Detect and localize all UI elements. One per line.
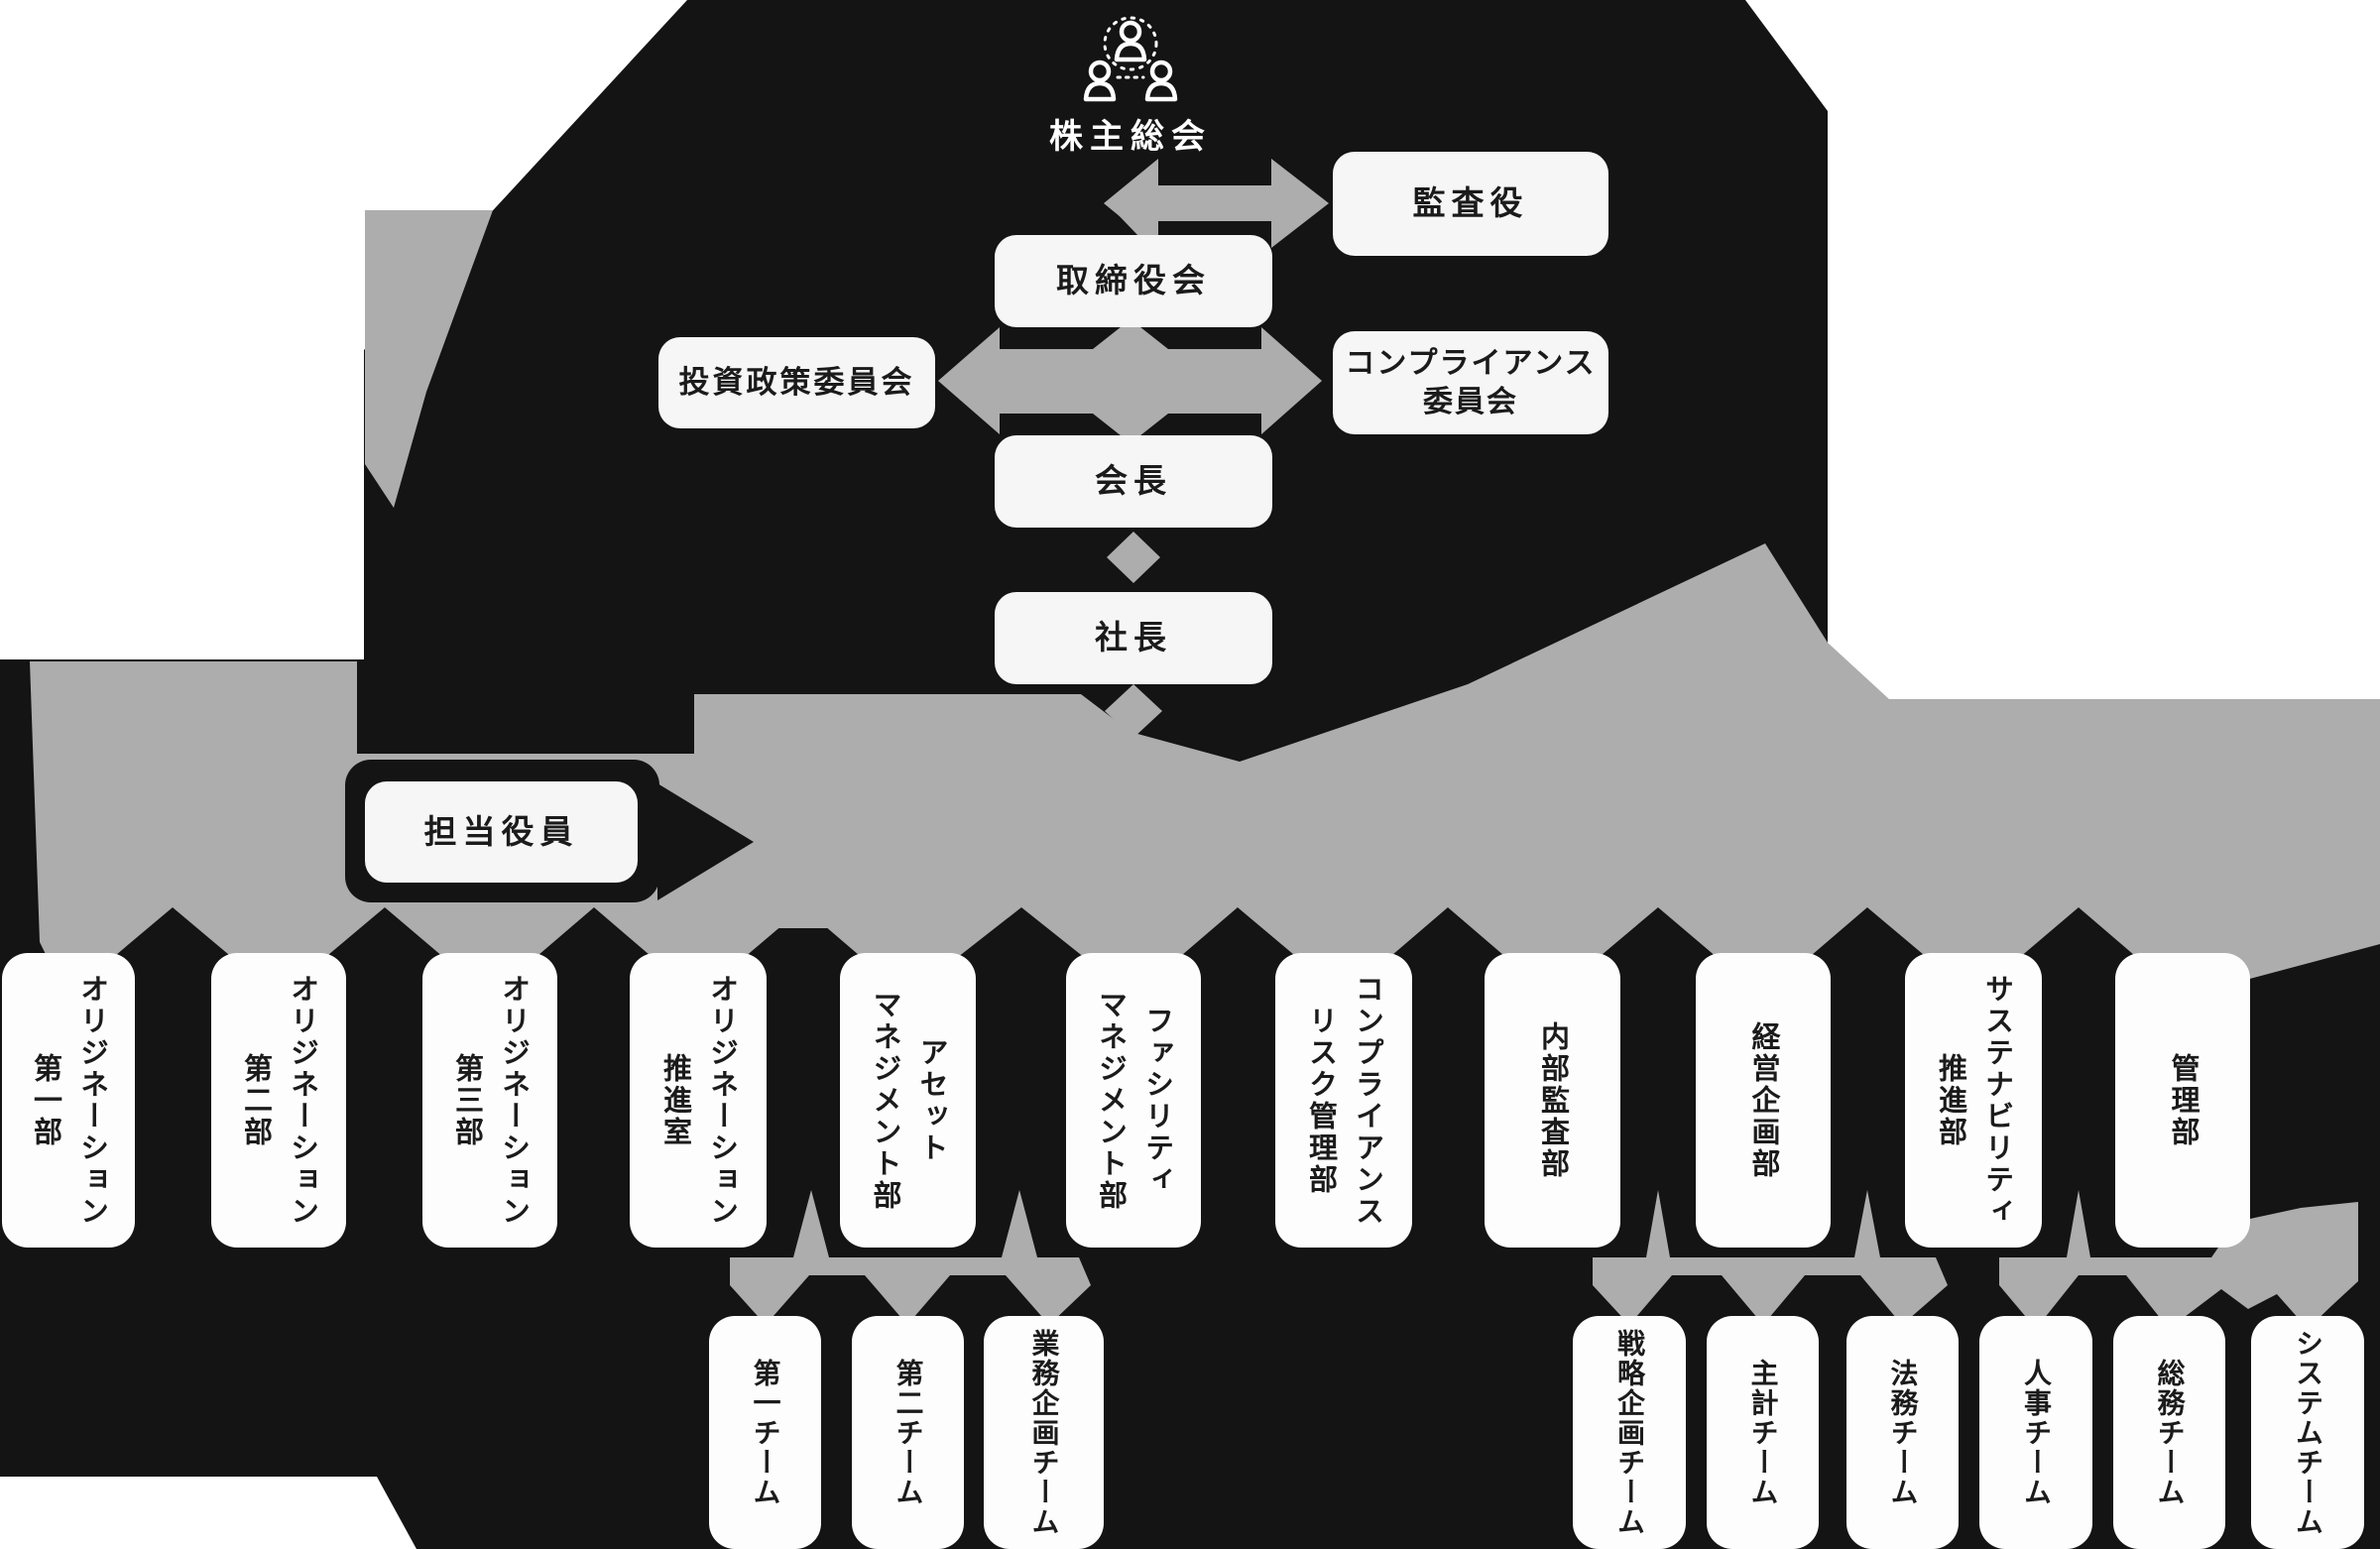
team-system: システムチーム — [2251, 1316, 2364, 1549]
node-board-of-directors: 取締役会 — [995, 235, 1272, 327]
dept-origination-3: オリジネーション第三部 — [422, 953, 557, 1248]
connector-fan-planning — [1593, 1190, 1948, 1325]
connector-executive-arrow — [694, 756, 1002, 928]
connector-fan-admin — [1999, 1190, 2358, 1329]
dept-compliance-risk: コンプライアンスリスク管理部 — [1275, 953, 1412, 1248]
dept-administration: 管理部 — [2115, 953, 2250, 1248]
dept-origination-promotion: オリジネーション推進室 — [630, 953, 767, 1248]
team-general-affairs: 総務チーム — [2113, 1316, 2225, 1549]
dept-origination-1: オリジネーション第一部 — [2, 953, 135, 1248]
node-executive-officer: 担当役員 — [365, 781, 638, 883]
connector-committee-arrow — [938, 319, 1322, 443]
dept-internal-audit: 内部監査部 — [1485, 953, 1620, 1248]
dept-corporate-planning: 経営企画部 — [1696, 953, 1831, 1248]
connector-auditor-arrow — [1104, 159, 1329, 248]
dept-asset-management: アセットマネジメント部 — [840, 953, 976, 1248]
dept-facility-management: ファシリティマネジメント部 — [1066, 953, 1201, 1248]
dept-sustainability: サステナビリティ推進部 — [1905, 953, 2042, 1248]
team-accounting: 主計チーム — [1707, 1316, 1819, 1549]
node-chairman: 会長 — [995, 435, 1272, 528]
connector-diamond-chairman — [1107, 532, 1160, 583]
connector-fan-asset — [730, 1190, 1091, 1325]
team-legal: 法務チーム — [1846, 1316, 1959, 1549]
team-first: 第一チーム — [709, 1316, 821, 1549]
people-network-icon — [1071, 14, 1190, 105]
node-compliance-committee: コンプライアンス 委員会 — [1333, 331, 1608, 434]
connector-diamond-top — [1116, 186, 1165, 238]
team-second: 第二チーム — [852, 1316, 964, 1549]
dept-origination-2: オリジネーション第二部 — [211, 953, 346, 1248]
team-hr: 人事チーム — [1979, 1316, 2092, 1549]
node-auditor: 監査役 — [1333, 152, 1608, 256]
node-investment-policy-committee: 投資政策委員会 — [658, 337, 935, 428]
connector-diagonal-band — [365, 210, 493, 508]
node-president: 社長 — [995, 592, 1272, 684]
executive-halo-chevron — [657, 783, 754, 900]
node-shareholders-meeting: 株主総会 — [1049, 118, 1212, 156]
team-business-planning: 業務企画チーム — [984, 1316, 1104, 1549]
team-strategic-planning: 戦略企画チーム — [1573, 1316, 1686, 1549]
